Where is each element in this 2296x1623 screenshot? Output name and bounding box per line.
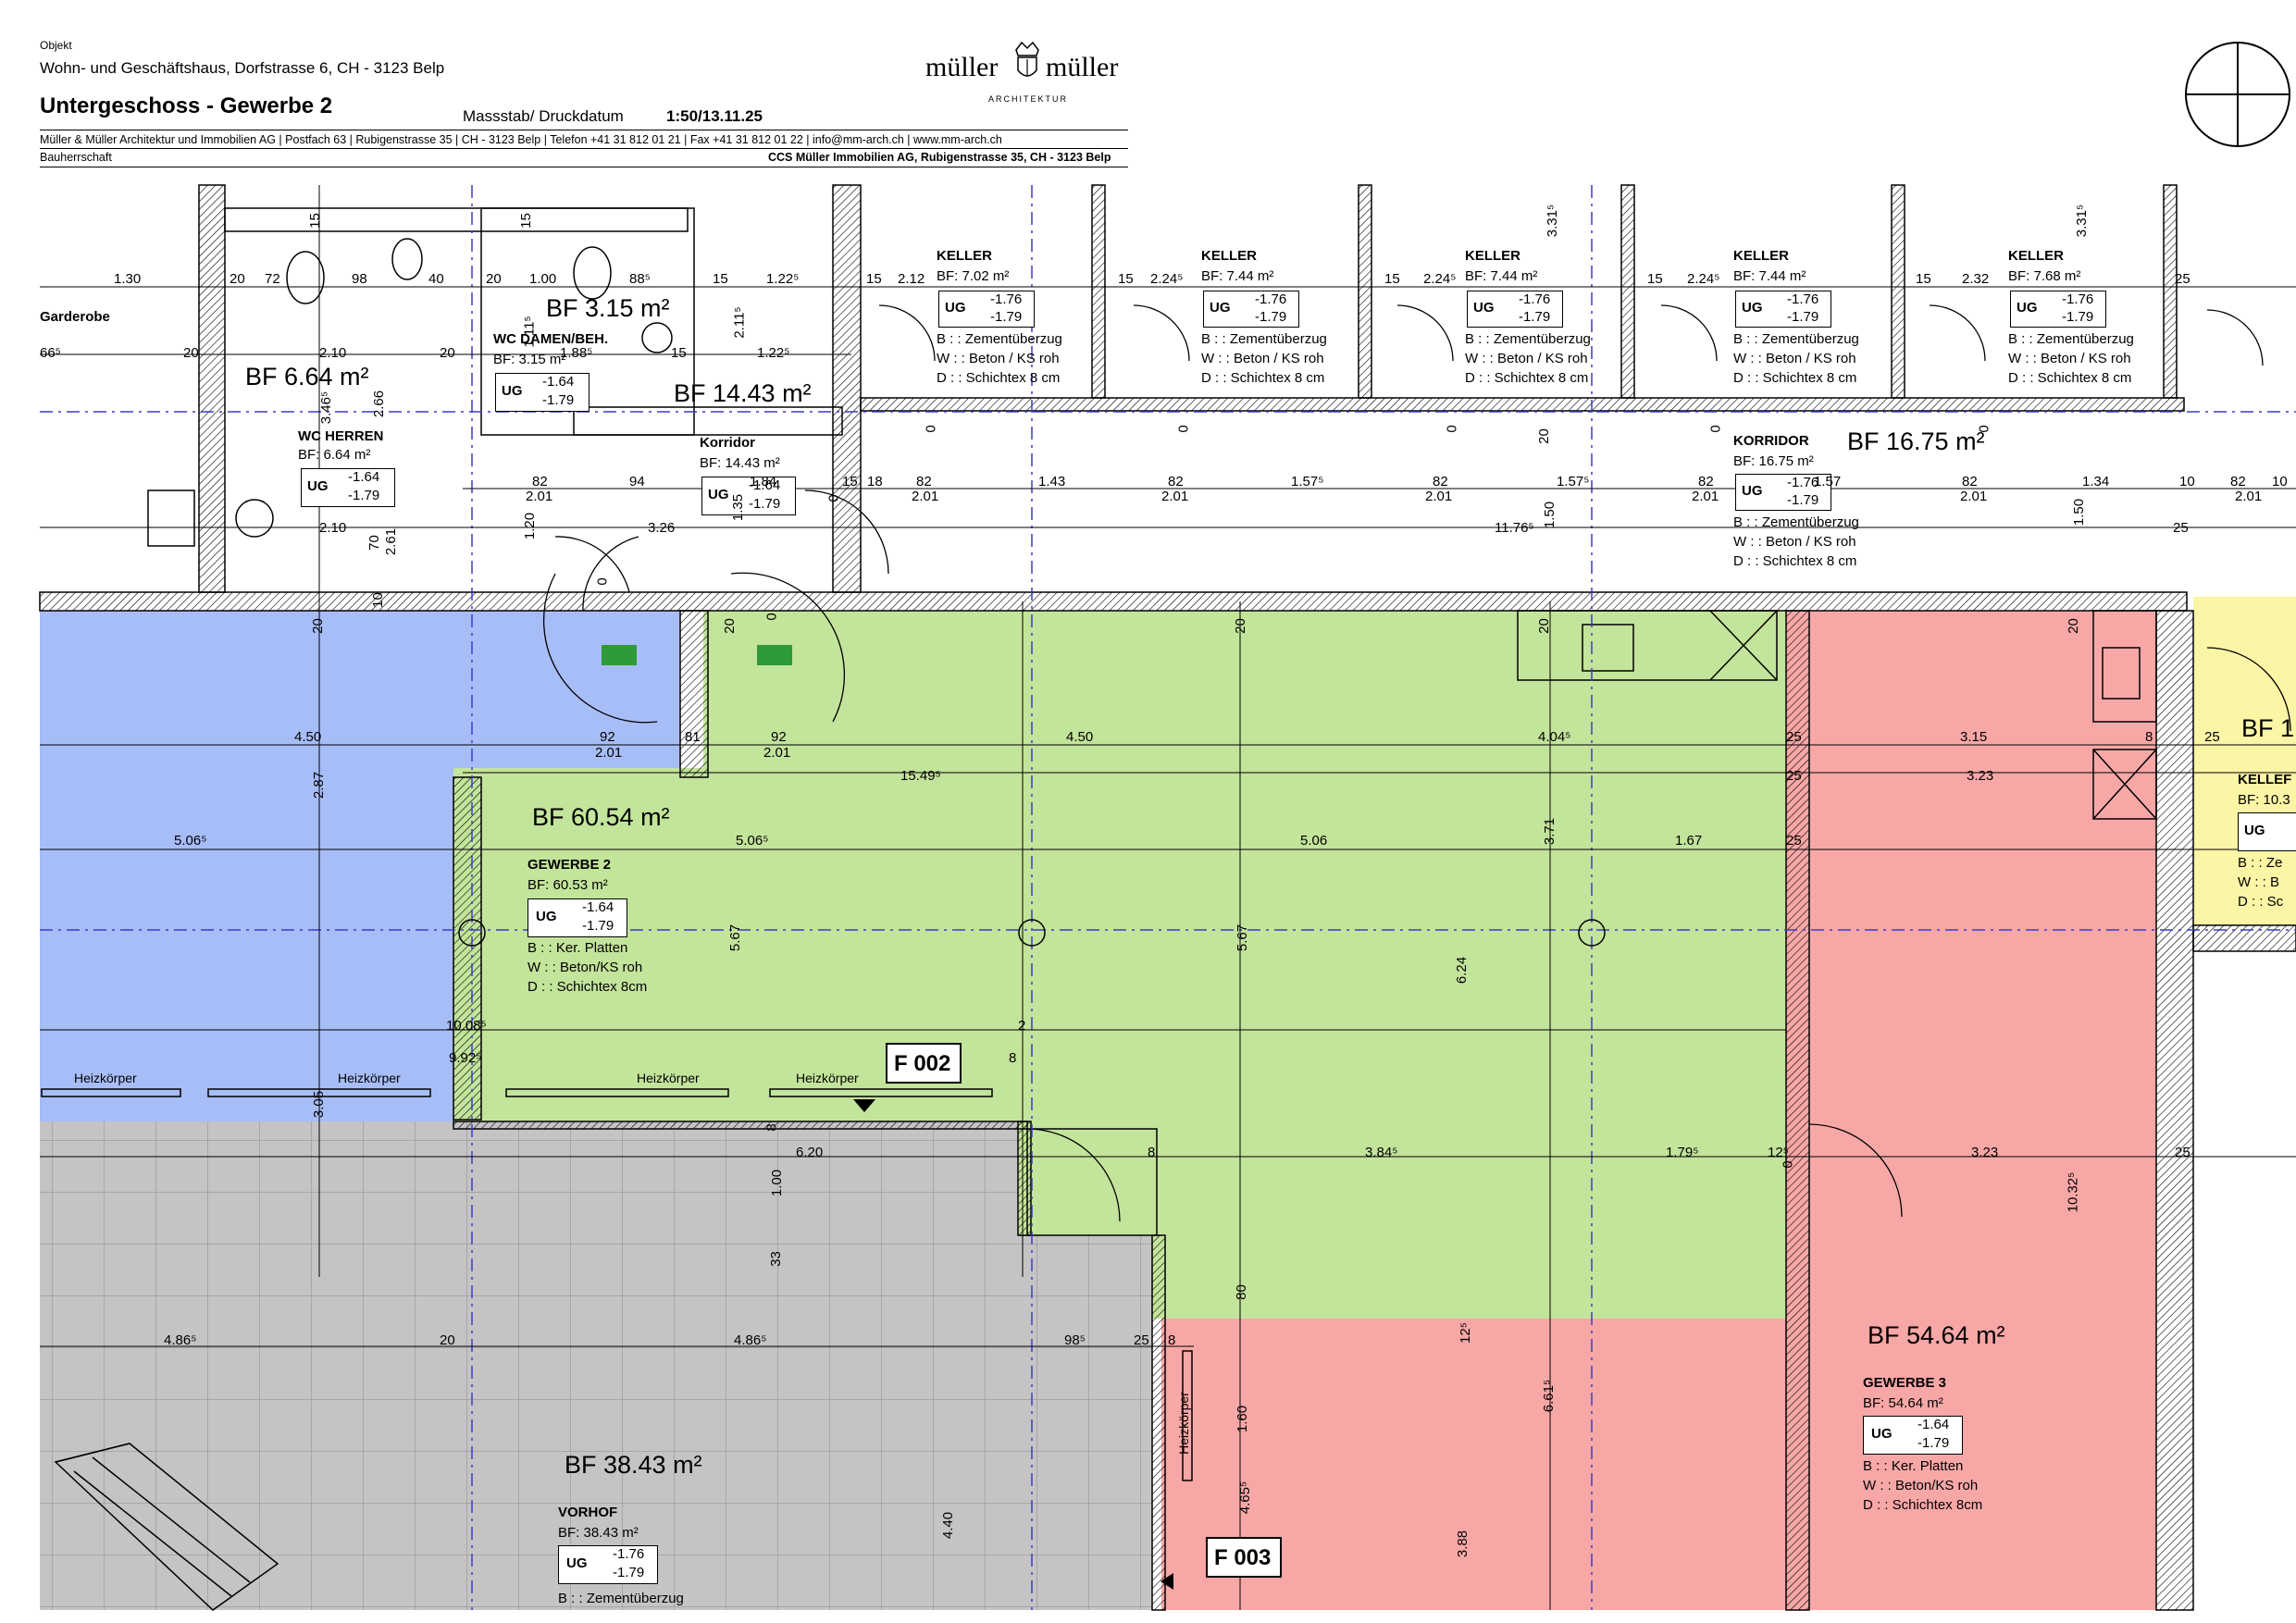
sink-icon bbox=[147, 489, 195, 547]
door-swing bbox=[1026, 1128, 1121, 1222]
firm-logo: müller müller ARCHITEKTUR bbox=[916, 37, 1138, 111]
door-swing bbox=[1396, 304, 1454, 362]
arrow-left-icon bbox=[1160, 1573, 1173, 1590]
sanitary-fixtures bbox=[147, 238, 673, 547]
columns bbox=[458, 919, 1606, 947]
interior-lines bbox=[224, 207, 2157, 1236]
emergency-exit-icon bbox=[757, 645, 792, 665]
radiator-label: Heizkörper bbox=[338, 1071, 401, 1085]
toilet-icon bbox=[286, 251, 325, 304]
bauherr-value: CCS Müller Immobilien AG, Rubigenstrasse… bbox=[768, 151, 1111, 164]
north-arrow-icon bbox=[2185, 42, 2290, 147]
bauherr-label: Bauherrschaft bbox=[40, 151, 112, 164]
radiator-label: Heizkörper bbox=[796, 1071, 859, 1085]
room-keller-1: KELLER BF: 7.02 m² UG -1.76 -1.79 B : : … bbox=[937, 248, 1062, 386]
marker-f003: F 003 bbox=[1214, 1545, 1272, 1570]
room-keller-right: BF 1 KELLEF BF: 10.3 UG B : : Ze W : : B… bbox=[2238, 714, 2296, 918]
level-box: UG -1.64 -1.79 bbox=[701, 477, 796, 515]
page-title: Untergeschoss - Gewerbe 2 bbox=[40, 93, 333, 118]
room-korridor-2: KORRIDOR BF 16.75 m² BF: 16.75 m² UG -1.… bbox=[1733, 427, 1985, 569]
arrow-down-icon bbox=[853, 1099, 875, 1112]
sink-icon bbox=[641, 322, 673, 353]
doors bbox=[542, 304, 2291, 1222]
room-area: BF: 14.43 m² bbox=[700, 455, 780, 471]
zone-fills bbox=[40, 597, 2296, 1610]
door-swing bbox=[730, 572, 846, 723]
door-swing bbox=[554, 536, 630, 593]
marker-f002: F 002 bbox=[894, 1051, 951, 1076]
section-markers bbox=[853, 1043, 1282, 1590]
room-keller-3: KELLER BF: 7.44 m² UG -1.76 -1.79 B : : … bbox=[1465, 248, 1591, 386]
room-vorhof: BF 38.43 m² VORHOF BF: 38.43 m² UG -1.76… bbox=[558, 1451, 702, 1606]
crest-icon bbox=[1015, 41, 1039, 77]
zone-red bbox=[1161, 611, 2156, 1610]
door-swing bbox=[542, 573, 658, 724]
zone-blue bbox=[40, 611, 680, 1121]
room-name-wc-damen: WC DAMEN/BEH. bbox=[493, 331, 609, 347]
room-keller-4: KELLER BF: 7.44 m² UG -1.76 -1.79 B : : … bbox=[1733, 248, 1859, 386]
room-area: BF: 6.64 m² bbox=[298, 447, 371, 463]
door-swing bbox=[2206, 647, 2291, 732]
walls bbox=[39, 184, 2296, 1611]
room-keller-2: KELLER BF: 7.44 m² UG -1.76 -1.79 B : : … bbox=[1201, 248, 1327, 386]
radiator-label: Heizkörper bbox=[637, 1071, 700, 1085]
door-swing bbox=[1808, 1123, 1903, 1218]
room-area-big: BF 3.15 m² bbox=[546, 294, 670, 322]
door-swing bbox=[1660, 304, 1718, 362]
scale-value: 1:50/13.11.25 bbox=[666, 107, 763, 125]
axis-lines bbox=[40, 185, 2296, 1610]
door-swing bbox=[804, 489, 889, 575]
dimension-lines bbox=[40, 185, 2296, 1610]
zone-green-top bbox=[703, 611, 1786, 768]
room-gewerbe-3: BF 54.64 m² GEWERBE 3 BF: 54.64 m² UG -1… bbox=[1863, 1321, 2005, 1513]
scale-label: Massstab/ Druckdatum bbox=[463, 107, 624, 125]
room-name-korridor: Korridor bbox=[700, 435, 755, 451]
level-box: UG -1.64 -1.79 bbox=[301, 468, 395, 507]
level-box: UG -1.64 -1.79 bbox=[495, 373, 590, 412]
title-block: Objekt Wohn- und Geschäftshaus, Dorfstra… bbox=[0, 0, 2296, 176]
room-area-big: BF 14.43 m² bbox=[674, 379, 812, 407]
door-swing bbox=[878, 304, 936, 362]
room-gewerbe-2: BF 60.54 m² GEWERBE 2 BF: 60.53 m² UG -1… bbox=[527, 803, 670, 995]
door-swing bbox=[582, 536, 639, 612]
firm-divider bbox=[40, 148, 1128, 149]
sink-icon bbox=[235, 499, 274, 538]
door-swing bbox=[1929, 304, 1986, 362]
door-swing bbox=[1133, 304, 1190, 362]
staircase bbox=[54, 1443, 279, 1611]
room-name-garderobe: Garderobe bbox=[40, 309, 110, 325]
toilet-icon bbox=[391, 238, 423, 280]
room-name-wc-herren: WC HERREN bbox=[298, 428, 384, 444]
emergency-exit-icon bbox=[602, 645, 637, 665]
objekt-label: Objekt bbox=[40, 39, 72, 52]
radiator-label: Heizkörper bbox=[74, 1071, 137, 1085]
room-area: BF: 3.15 m² bbox=[493, 352, 566, 367]
firm-line: Müller & Müller Architektur und Immobili… bbox=[40, 133, 1002, 146]
room-keller-5: KELLER BF: 7.68 m² UG -1.76 -1.79 B : : … bbox=[2008, 248, 2134, 386]
radiators bbox=[41, 1088, 1193, 1481]
exit-signs bbox=[602, 645, 792, 665]
toilet-icon bbox=[573, 246, 612, 300]
address: Wohn- und Geschäftshaus, Dorfstrasse 6, … bbox=[40, 59, 445, 77]
door-swing bbox=[2206, 309, 2264, 366]
zone-grey-vorhof bbox=[40, 1121, 1152, 1610]
zone-green bbox=[453, 611, 1786, 1319]
room-area-big: BF 6.64 m² bbox=[245, 363, 369, 390]
